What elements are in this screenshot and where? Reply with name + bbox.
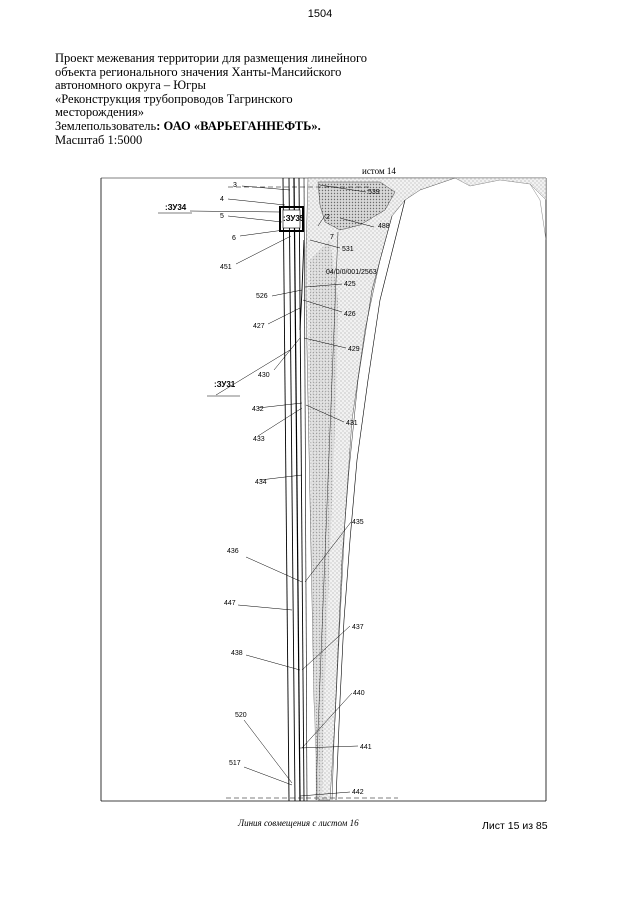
point-label-431: 431 bbox=[346, 420, 358, 427]
title-line-3: автономного округа – Югры bbox=[55, 78, 206, 93]
point-label-441: 441 bbox=[360, 744, 372, 751]
hatched-zone-top bbox=[317, 181, 396, 231]
point-label-526: 526 bbox=[256, 293, 268, 300]
land-user-value: : ОАО «ВАРЬЕГАННЕФТЬ». bbox=[156, 118, 321, 133]
land-user-line: Землепользователь: ОАО «ВАРЬЕГАННЕФТЬ». bbox=[55, 118, 385, 134]
point-label-425: 425 bbox=[344, 281, 356, 288]
cadastral-number: 04/0/0/001/2563 bbox=[326, 269, 377, 276]
point-label-435: 435 bbox=[352, 519, 364, 526]
leaders-right bbox=[299, 184, 375, 797]
point-label-5: 5 bbox=[220, 213, 224, 220]
point-label-520: 520 bbox=[235, 712, 247, 719]
leaders-left bbox=[189, 185, 303, 786]
point-label-442: 442 bbox=[352, 789, 364, 796]
title-line-5: месторождения» bbox=[55, 105, 144, 120]
point-label-440: 440 bbox=[353, 690, 365, 697]
point-label-436: 436 bbox=[227, 548, 239, 555]
point-label-7: 7 bbox=[330, 234, 334, 241]
point-label-427: 427 bbox=[253, 323, 265, 330]
point-label-433: 433 bbox=[253, 436, 265, 443]
title-line-2: объекта регионального значения Ханты-Ман… bbox=[55, 64, 342, 79]
point-label-531: 531 bbox=[342, 246, 354, 253]
page-number: 1504 bbox=[307, 8, 333, 20]
title-block: Проект межевания территории для размещен… bbox=[55, 51, 385, 147]
boundary-line-mid bbox=[315, 231, 339, 801]
point-label-3: 3 bbox=[233, 182, 237, 189]
point-label-6: 6 bbox=[232, 235, 236, 242]
terrain-top-right-edge bbox=[529, 183, 547, 241]
point-label-4: 4 bbox=[220, 196, 224, 203]
point-label-539: 539 bbox=[368, 189, 380, 196]
pipeline-line-3 bbox=[293, 177, 301, 802]
point-label-451: 451 bbox=[220, 264, 232, 271]
parcel-rect-zu35-inner bbox=[282, 209, 301, 229]
hatched-corridor bbox=[305, 177, 456, 801]
point-label-426: 426 bbox=[344, 311, 356, 318]
hatched-inner bbox=[310, 240, 338, 800]
point-label-432: 432 bbox=[252, 406, 264, 413]
sheet-number: Лист 15 из 85 bbox=[482, 820, 548, 832]
pipeline-line-1 bbox=[282, 177, 290, 802]
pipeline-branch bbox=[299, 239, 305, 331]
title-line-4: «Реконструкция трубопроводов Тагринского bbox=[55, 91, 293, 106]
land-user-label: Землепользователь bbox=[55, 118, 157, 133]
scale-line: Масштаб 1:5000 bbox=[55, 132, 143, 147]
title-line-1: Проект межевания территории для размещен… bbox=[55, 51, 368, 65]
point-label-434: 434 bbox=[255, 479, 267, 486]
boundary-line-right-outer bbox=[335, 199, 406, 801]
point-label-438: 438 bbox=[231, 650, 243, 657]
bottom-edge-label: Линия совмещения с листом 16 bbox=[238, 818, 359, 828]
point-label-437: 437 bbox=[352, 624, 364, 631]
terrain-top-right bbox=[454, 177, 547, 201]
parcel-label-zu31: :ЗУ31 bbox=[214, 380, 236, 389]
pipeline-line-2 bbox=[288, 177, 296, 802]
pipeline-line-5 bbox=[303, 177, 308, 802]
parcel-label-zu35: :ЗУ35 bbox=[283, 214, 305, 223]
boundary-line-right-inner bbox=[331, 215, 393, 801]
parcel-label-zu34: :ЗУ34 bbox=[165, 203, 187, 212]
point-label-429: 429 bbox=[348, 346, 360, 353]
point-label-517: 517 bbox=[229, 760, 241, 767]
point-label-488: 488 bbox=[378, 223, 390, 230]
parcel-rect-zu35 bbox=[279, 206, 304, 232]
point-label-430: 430 bbox=[258, 372, 270, 379]
point-label-2: 2 bbox=[326, 214, 330, 221]
point-label-447: 447 bbox=[224, 600, 236, 607]
top-edge-label: истом 14 bbox=[362, 166, 396, 176]
pipeline-line-4 bbox=[298, 177, 305, 802]
